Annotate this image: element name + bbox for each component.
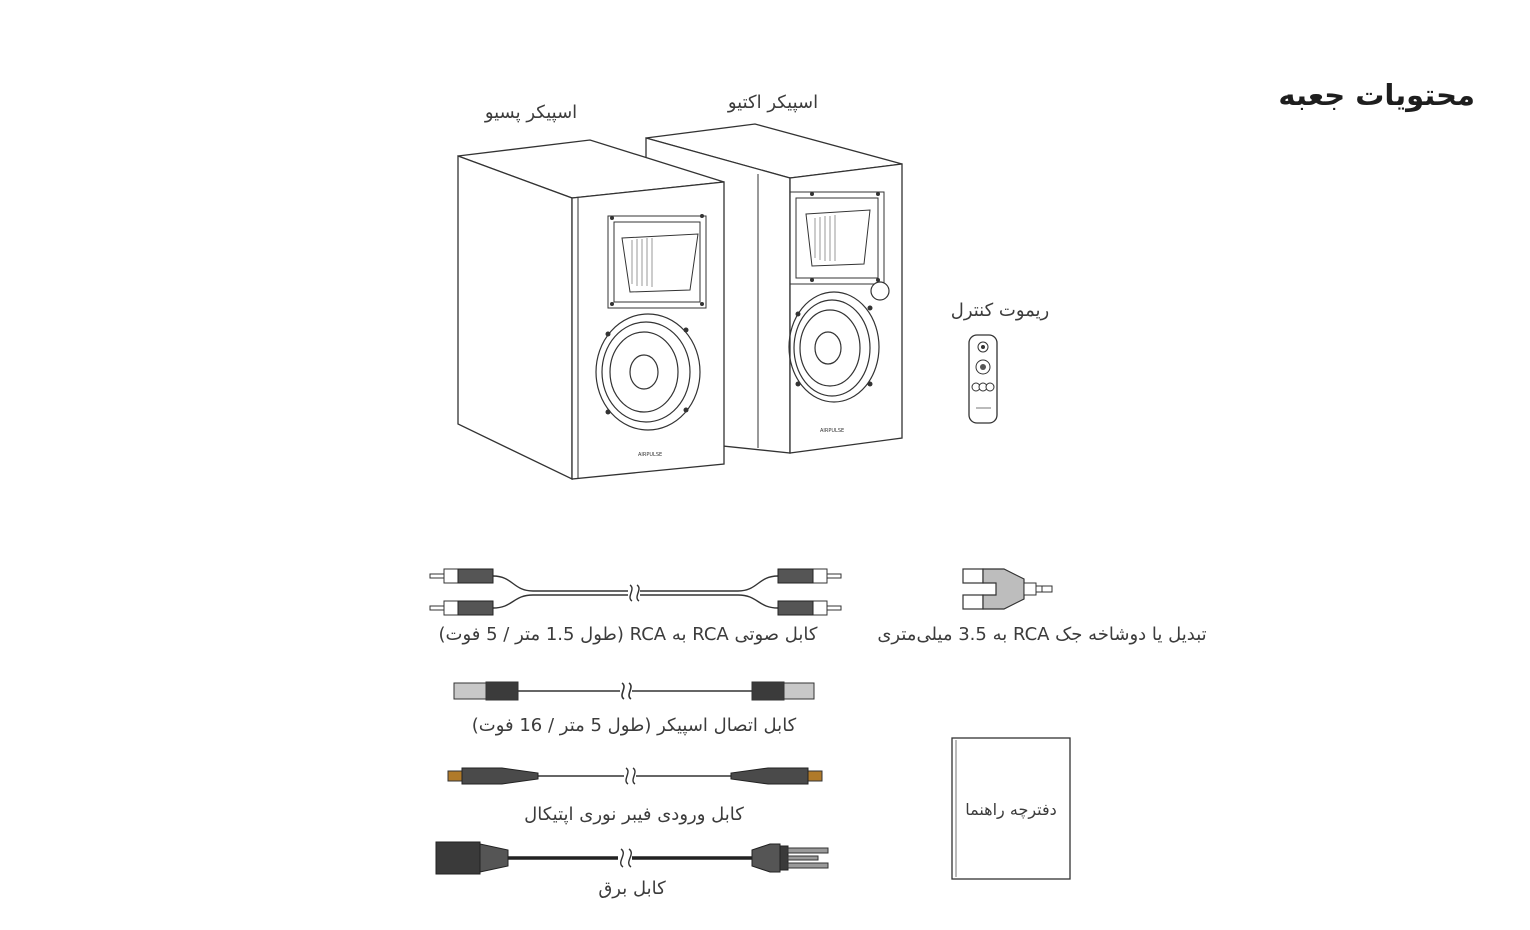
- speaker-cable-label: کابل اتصال اسپیکر (طول 5 متر / 16 فوت): [471, 715, 797, 736]
- rca-cable-label: کابل صوتی RCA به RCA (طول 1.5 متر / 5 فو…: [438, 624, 818, 645]
- user-manual-label: دفترچه راهنما: [965, 800, 1057, 819]
- rca-cable-illustration: [429, 568, 842, 616]
- power-cable-illustration: [435, 841, 829, 875]
- speaker-cable-illustration: [453, 681, 815, 701]
- user-manual-illustration: [951, 737, 1071, 880]
- optical-cable-illustration: [447, 767, 823, 785]
- active-speaker-label: اسپیکر اکتیو: [727, 92, 819, 113]
- remote-control-label: ریموت کنترل: [950, 300, 1050, 321]
- power-cable-label: کابل برق: [598, 878, 666, 899]
- active-speaker-brand: AIRPULSE: [820, 428, 844, 434]
- page-title: محتویات جعبه: [1278, 78, 1475, 112]
- passive-speaker-illustration: AIRPULSE: [457, 139, 725, 481]
- optical-cable-label: کابل ورودی فیبر نوری اپتیکال: [524, 804, 744, 825]
- remote-control-illustration: [968, 334, 998, 424]
- adapter-illustration: [962, 568, 1053, 610]
- adapter-label: تبدیل یا دوشاخه جک RCA به 3.5 میلی‌متری: [877, 624, 1207, 645]
- passive-speaker-brand: AIRPULSE: [638, 452, 662, 458]
- passive-speaker-label: اسپیکر پسیو: [484, 102, 578, 123]
